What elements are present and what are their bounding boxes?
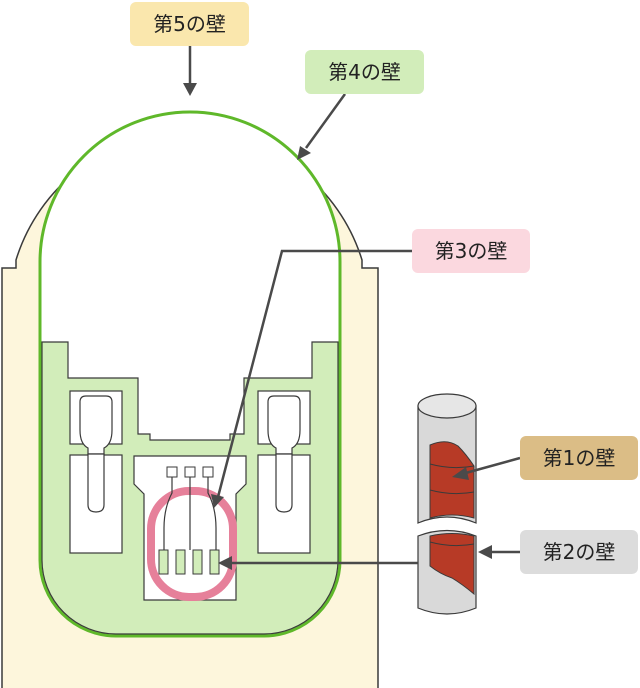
pellet-lines-lower — [429, 541, 475, 547]
label-wall2-text: 第2の壁 — [543, 540, 616, 564]
pellets-lower — [429, 533, 475, 596]
arrows — [183, 46, 521, 570]
label-wall4: 第4の壁 — [305, 50, 424, 94]
label-wall4-bg — [305, 50, 424, 94]
pellets-upper — [429, 441, 475, 519]
arrow-wall4-line — [304, 93, 347, 149]
arrow-wall1-head — [452, 467, 469, 480]
arrow-wall3-line — [216, 249, 412, 498]
label-wall1-text: 第1の壁 — [543, 446, 616, 470]
arrow-wall1-line — [461, 456, 521, 476]
fuel-assembly-3 — [192, 549, 203, 575]
top-nozzle-3 — [202, 466, 214, 478]
left-pump-shaft — [87, 453, 105, 513]
fuel-assembly-2 — [175, 549, 186, 575]
arrow-wall3-head — [211, 494, 224, 508]
label-wall1-bg — [520, 436, 638, 480]
rod-top-cap — [417, 393, 477, 419]
label-wall5-text: 第5の壁 — [153, 12, 226, 36]
label-wall5-bg — [130, 2, 249, 46]
pressure-vessel-group — [133, 455, 247, 601]
label-wall1: 第1の壁 — [520, 436, 638, 480]
label-wall3: 第3の壁 — [412, 229, 530, 273]
label-wall2-bg — [520, 530, 638, 574]
pellet-lines-upper — [429, 463, 475, 495]
fuel-assembly-1 — [158, 549, 169, 575]
fuel-assembly-4 — [209, 549, 220, 575]
control-lines — [163, 477, 217, 550]
top-nozzle-2 — [184, 466, 196, 478]
label-wall4-text: 第4の壁 — [328, 60, 401, 84]
label-wall3-bg — [412, 229, 530, 273]
arrow-wall4-head — [297, 146, 311, 160]
label-wall5: 第5の壁 — [130, 2, 249, 46]
arrow-wall5-head — [183, 83, 197, 96]
pressure-vessel — [147, 487, 237, 601]
arrow-wall2-core-head — [218, 556, 232, 570]
right-steam-dryer — [267, 395, 301, 455]
right-pump-shaft — [275, 453, 293, 513]
left-equipment — [69, 390, 123, 554]
label-wall3-text: 第3の壁 — [435, 239, 508, 263]
left-steam-dryer — [79, 395, 113, 455]
label-wall2: 第2の壁 — [520, 530, 638, 574]
right-equipment — [257, 390, 311, 554]
top-nozzle-1 — [166, 466, 178, 478]
fuel-rod-cutaway — [417, 393, 477, 615]
arrow-wall2-rod-head — [478, 545, 492, 559]
